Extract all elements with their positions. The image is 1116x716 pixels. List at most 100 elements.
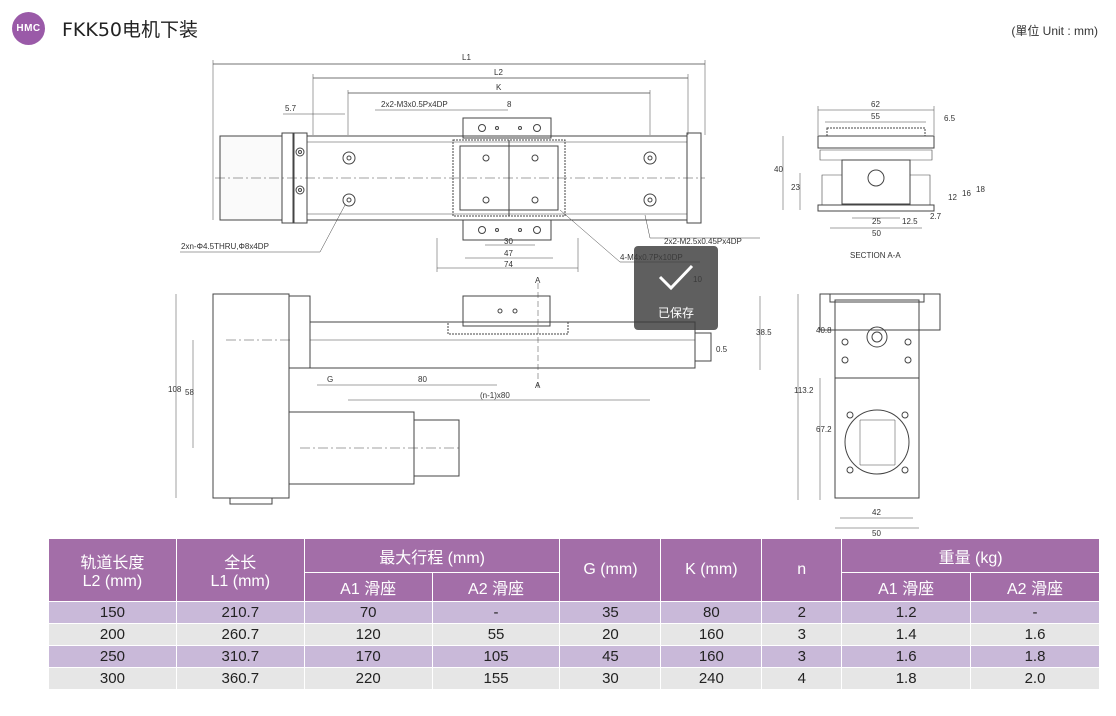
section-view: 62 55 6.5 40 23 12 16 18 25 12.5 2.7 50 …	[774, 100, 985, 260]
table-cell: 1.4	[841, 623, 972, 646]
dim-L2: L2	[494, 68, 503, 77]
table-cell: 2.0	[970, 667, 1100, 690]
table-cell: 20	[559, 623, 662, 646]
callout-m25: 2x2-M2.5x0.45Px4DP	[664, 237, 742, 246]
col-g: G (mm)	[559, 538, 662, 602]
end-view: 40.8 113.2 67.2 42 50	[794, 293, 941, 538]
table-row: 200 260.7 120 55 20 160 3 1.4 1.6	[48, 623, 1100, 646]
toast-message: 已保存	[657, 306, 694, 320]
dim-0-5: 0.5	[716, 345, 728, 354]
table-cell: 2	[761, 601, 843, 624]
callout-m3: 2x2-M3x0.5Px4DP	[381, 100, 448, 109]
table-cell: 310.7	[175, 645, 305, 668]
table-cell: 170	[303, 645, 433, 668]
dim-25: 25	[872, 217, 881, 226]
table-cell: -	[431, 601, 561, 624]
table-cell: 240	[660, 667, 763, 690]
checkmark-icon	[658, 264, 694, 291]
dim-18: 18	[976, 185, 985, 194]
col-weight-a1: A1 滑座	[841, 572, 972, 602]
side-view: A A 10 38.5 0.5 108 58 G 80 (n-1)x80	[168, 275, 772, 505]
table-cell: 1.8	[841, 667, 972, 690]
full-length-label: 全长	[224, 555, 257, 572]
dim-23: 23	[791, 183, 800, 192]
table-cell: 200	[48, 623, 177, 646]
page-title: FKK50电机下装	[62, 19, 199, 41]
callout-thru: 2xn-Φ4.5THRU,Φ8x4DP	[181, 242, 269, 251]
col-stroke-a2: A2 滑座	[431, 572, 561, 602]
rail-length-unit: L2 (mm)	[82, 573, 143, 590]
dim-2-7: 2.7	[930, 212, 942, 221]
dim-40-8: 40.8	[816, 326, 832, 335]
dim-67-2: 67.2	[816, 425, 832, 434]
dim-5-7: 5.7	[285, 104, 297, 113]
dim-50a: 50	[872, 229, 881, 238]
dim-12-5: 12.5	[902, 217, 918, 226]
dim-38-5: 38.5	[756, 328, 772, 337]
dim-G: G	[327, 375, 333, 384]
dim-n1x80: (n-1)x80	[480, 391, 510, 400]
table-cell: 105	[431, 645, 561, 668]
section-mark-top: A	[535, 276, 541, 285]
table-cell: 360.7	[175, 667, 305, 690]
dim-8: 8	[507, 100, 512, 109]
table-cell: 45	[559, 645, 662, 668]
dim-16: 16	[962, 189, 971, 198]
table-cell: 1.6	[841, 645, 972, 668]
table-row: 300 360.7 220 155 30 240 4 1.8 2.0	[48, 667, 1100, 690]
section-mark-bottom: A	[535, 381, 541, 390]
table-cell: 150	[48, 601, 177, 624]
table-cell: 250	[48, 645, 177, 668]
dim-62: 62	[871, 100, 880, 109]
dim-40: 40	[774, 165, 783, 174]
full-length-unit: L1 (mm)	[210, 573, 271, 590]
table-cell: 155	[431, 667, 561, 690]
top-view: L1 L2 K 8 5.7 2x2-M3x0.5Px4DP 2xn-Φ4.5TH…	[180, 53, 760, 272]
col-weight: 重量 (kg)	[841, 538, 1100, 573]
dim-108: 108	[168, 385, 182, 394]
dim-42: 42	[872, 508, 881, 517]
table-cell: 120	[303, 623, 433, 646]
table-cell: 160	[660, 645, 763, 668]
col-k: K (mm)	[660, 538, 763, 602]
table-cell: 210.7	[175, 601, 305, 624]
table-cell: 160	[660, 623, 763, 646]
table-cell: 55	[431, 623, 561, 646]
col-weight-a2: A2 滑座	[970, 572, 1100, 602]
dim-12: 12	[948, 193, 957, 202]
col-max-stroke: 最大行程 (mm)	[303, 538, 561, 573]
dim-55: 55	[871, 112, 880, 121]
dim-113-2: 113.2	[794, 386, 814, 395]
col-n: n	[761, 538, 843, 602]
dim-6-5: 6.5	[944, 114, 956, 123]
table-row: 150 210.7 70 - 35 80 2 1.2 -	[48, 601, 1100, 624]
table-cell: 70	[303, 601, 433, 624]
saved-toast: 已保存	[634, 246, 718, 330]
dim-50b: 50	[872, 529, 881, 538]
table-cell: 80	[660, 601, 763, 624]
section-label: SECTION A-A	[850, 251, 901, 260]
dim-30: 30	[504, 237, 513, 246]
table-cell: 1.6	[970, 623, 1100, 646]
dim-74: 74	[504, 260, 513, 269]
table-cell: 1.2	[841, 601, 972, 624]
dim-K: K	[496, 83, 502, 92]
col-stroke-a1: A1 滑座	[303, 572, 433, 602]
table-cell: 300	[48, 667, 177, 690]
dim-L1: L1	[462, 53, 471, 62]
table-cell: 1.8	[970, 645, 1100, 668]
table-cell: 3	[761, 623, 843, 646]
dim-58: 58	[185, 388, 194, 397]
table-row: 250 310.7 170 105 45 160 3 1.6 1.8	[48, 645, 1100, 668]
table-cell: 220	[303, 667, 433, 690]
brand-logo: HMC	[12, 12, 45, 45]
technical-drawing: L1 L2 K 8 5.7 2x2-M3x0.5Px4DP 2xn-Φ4.5TH…	[168, 53, 985, 538]
rail-length-label: 轨道长度	[80, 555, 145, 572]
table-cell: 3	[761, 645, 843, 668]
dim-47: 47	[504, 249, 513, 258]
table-cell: -	[970, 601, 1100, 624]
table-cell: 30	[559, 667, 662, 690]
dim-80: 80	[418, 375, 427, 384]
